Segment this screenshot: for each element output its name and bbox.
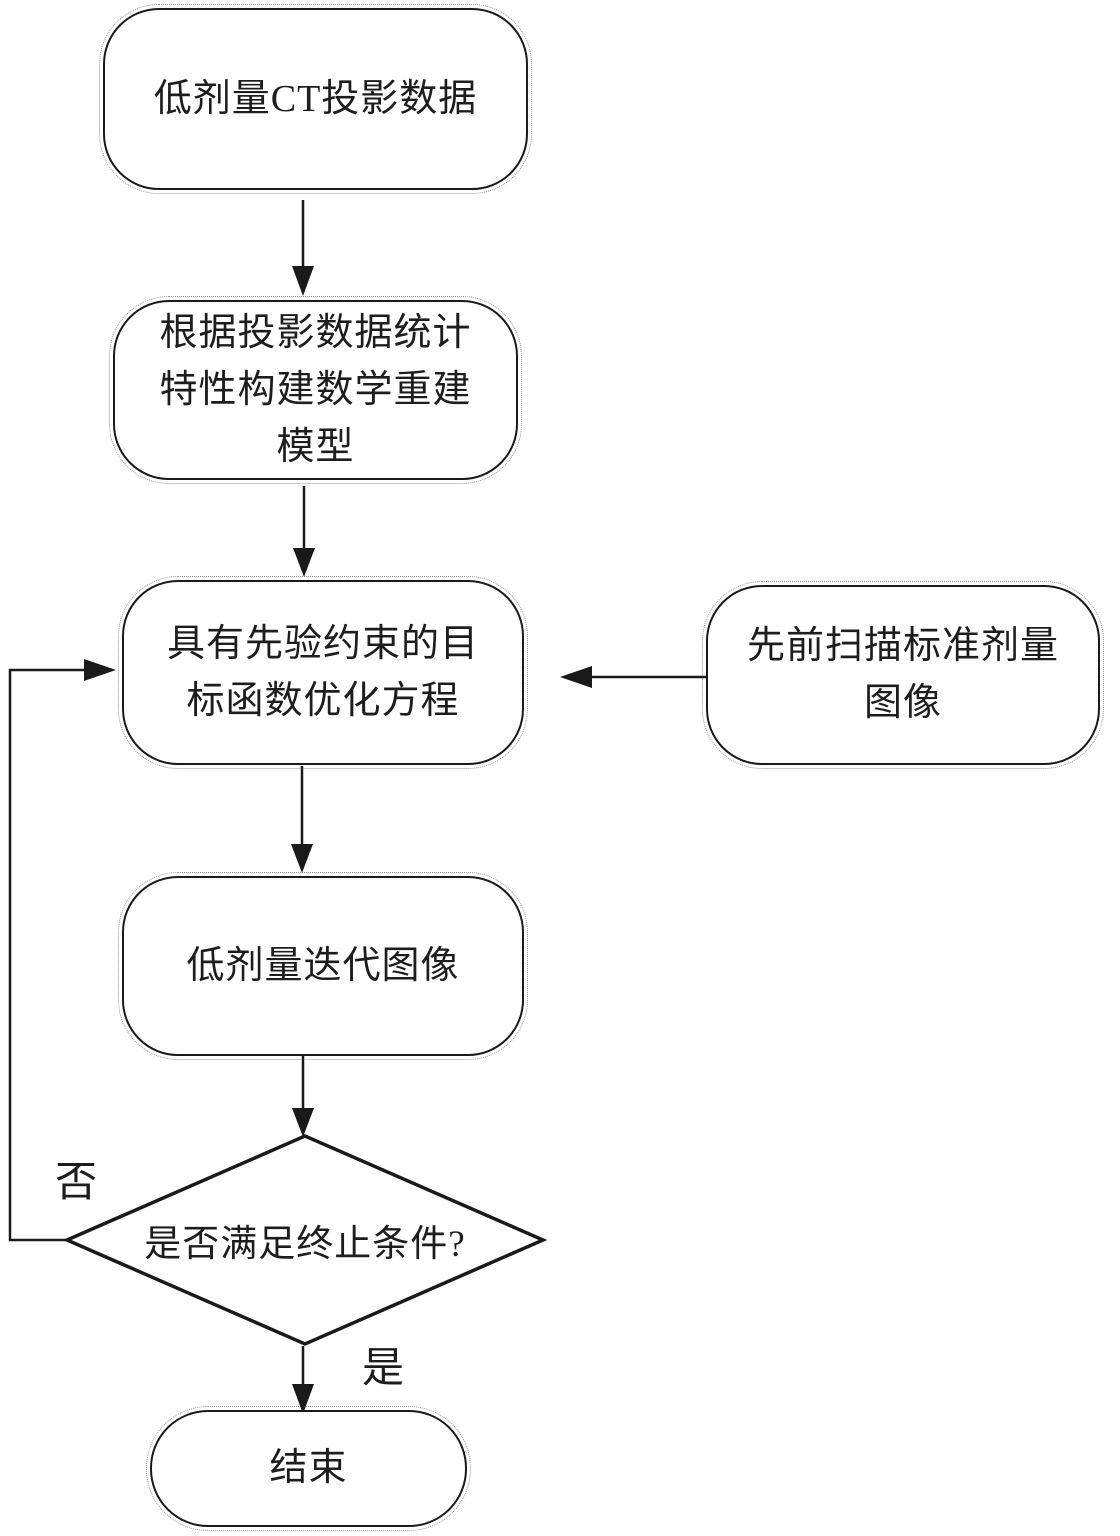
arrowhead-down-icon — [292, 1384, 314, 1414]
node-label: 根据投影数据统计特性构建数学重建模型 — [159, 311, 472, 468]
node-end: 结束 — [146, 1406, 471, 1531]
edge-label-yes: 是 — [362, 1346, 405, 1392]
node-label: 低剂量CT投影数据 — [153, 77, 478, 120]
node-label: 低剂量迭代图像 — [186, 944, 460, 987]
decision-label: 是否满足终止条件? — [144, 1224, 466, 1265]
node-prior-standard-dose-image: 先前扫描标准剂量图像 — [702, 581, 1104, 769]
arrow-iterative-to-decision — [292, 1056, 314, 1137]
arrow-prior-to-objective — [560, 666, 706, 688]
node-label: 先前扫描标准剂量图像 — [746, 625, 1059, 724]
arrowhead-down-icon — [292, 266, 314, 296]
arrow-projection-to-model — [292, 200, 314, 296]
node-objective-function-optimization: 具有先验约束的目标函数优化方程 — [118, 576, 528, 769]
arrow-yes-to-end — [292, 1346, 314, 1414]
arrowhead-down-icon — [293, 548, 315, 577]
edge-label-no: 否 — [55, 1160, 98, 1206]
arrowhead-down-icon — [292, 1108, 314, 1137]
node-low-dose-iterative-image: 低剂量迭代图像 — [118, 872, 528, 1060]
node-low-dose-ct-projection-data: 低剂量CT投影数据 — [99, 4, 532, 194]
decision-termination-condition: 是否满足终止条件? — [95, 1136, 515, 1344]
arrow-objective-to-iterative — [291, 766, 313, 873]
arrowhead-down-icon — [291, 844, 313, 873]
node-label: 结束 — [269, 1447, 348, 1489]
arrow-model-to-objective — [293, 486, 315, 577]
node-build-reconstruction-model: 根据投影数据统计特性构建数学重建模型 — [109, 296, 522, 484]
loop-arrow-no-branch — [8, 659, 116, 1242]
arrowhead-right-icon — [84, 659, 116, 681]
decision-diamond-shape — [62, 1134, 548, 1346]
node-label: 具有先验约束的目标函数优化方程 — [166, 622, 479, 722]
arrowhead-left-icon — [560, 666, 592, 688]
